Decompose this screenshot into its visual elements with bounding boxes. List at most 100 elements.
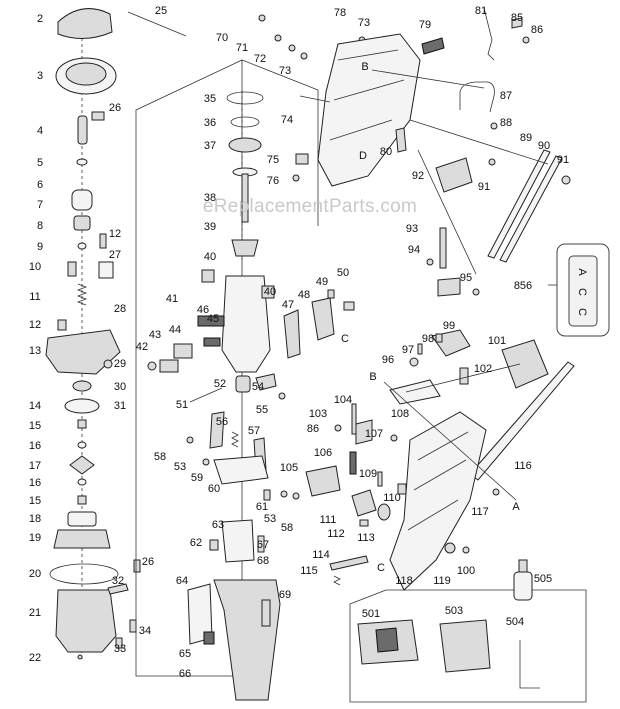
callout-c113: 113 (357, 532, 375, 544)
callout-c856: 856 (514, 280, 532, 292)
callout-c103: 103 (309, 408, 327, 420)
callout-c86b: 86 (307, 423, 319, 435)
callout-c10: 10 (29, 261, 41, 273)
callout-c110: 110 (383, 492, 401, 504)
inset-856 (548, 243, 610, 337)
callout-c44: 44 (169, 324, 181, 336)
accessory-kit (349, 559, 587, 703)
callout-c31: 31 (114, 400, 126, 412)
callout-c90: 90 (538, 140, 550, 152)
callout-c6: 6 (37, 179, 43, 191)
callout-c88: 88 (500, 117, 512, 129)
callout-c81: 81 (475, 5, 487, 17)
callout-c98: 98 (422, 333, 434, 345)
callout-c52: 52 (214, 378, 226, 390)
callout-c96: 96 (382, 354, 394, 366)
callout-c119: 119 (433, 575, 451, 587)
callout-c73a: 73 (279, 65, 291, 77)
callout-c105: 105 (280, 462, 298, 474)
callout-c46: 46 (197, 304, 209, 316)
callout-c30: 30 (114, 381, 126, 393)
callout-c12a: 12 (109, 228, 121, 240)
callout-c62: 62 (190, 537, 202, 549)
callout-c108: 108 (391, 408, 409, 420)
callout-cB1: B (361, 61, 368, 73)
callout-c11: 11 (29, 291, 40, 303)
callout-c5: 5 (37, 157, 43, 169)
inset-letter: C (576, 288, 588, 296)
callout-c21: 21 (29, 607, 41, 619)
callout-c111: 111 (320, 514, 337, 526)
callout-c114: 114 (312, 549, 330, 561)
callout-c41: 41 (166, 293, 178, 305)
callout-c26b: 26 (142, 556, 154, 568)
callout-c7: 7 (37, 199, 43, 211)
callout-c69: 69 (279, 589, 291, 601)
callout-c72: 72 (254, 53, 266, 65)
callout-c40: 40 (204, 251, 216, 263)
callout-c12b: 12 (29, 319, 41, 331)
callout-c2: 2 (37, 13, 43, 25)
callout-c118: 118 (395, 575, 413, 587)
callout-c66: 66 (179, 668, 191, 680)
callout-c22: 22 (29, 652, 41, 664)
callout-c16b: 16 (29, 477, 41, 489)
callout-c9: 9 (37, 241, 43, 253)
left-column-assembly (45, 8, 187, 660)
callout-c99: 99 (443, 320, 455, 332)
callout-c58a: 58 (154, 451, 166, 463)
callout-cC2: C (377, 562, 385, 574)
callout-c51: 51 (176, 399, 188, 411)
callout-c68: 68 (257, 555, 269, 567)
callout-c3: 3 (37, 70, 43, 82)
callout-cA: A (512, 501, 520, 513)
callout-c26a: 26 (109, 102, 121, 114)
callout-c38: 38 (204, 192, 216, 204)
callout-c73b: 73 (358, 17, 370, 29)
callout-c8: 8 (37, 220, 43, 232)
callout-c49: 49 (316, 276, 328, 288)
callout-c92: 92 (412, 170, 424, 182)
callout-c13: 13 (29, 345, 41, 357)
callout-c80: 80 (380, 146, 392, 158)
callout-c40b: 40 (264, 286, 276, 298)
callout-c91a: 91 (557, 154, 569, 166)
callout-c34: 34 (139, 625, 151, 637)
callout-c56: 56 (216, 416, 228, 428)
callout-c33: 33 (114, 643, 126, 655)
callout-c91b: 91 (478, 181, 490, 193)
callout-c115: 115 (300, 565, 318, 577)
callout-c102: 102 (474, 363, 492, 375)
callout-c20: 20 (29, 568, 41, 580)
callout-c87: 87 (500, 90, 512, 102)
callout-c18: 18 (29, 513, 41, 525)
callout-cC1: C (341, 333, 349, 345)
callout-c67: 67 (257, 539, 269, 551)
center-column-assembly (147, 90, 355, 701)
callout-c28: 28 (114, 303, 126, 315)
callout-c100: 100 (457, 565, 475, 577)
callout-c43: 43 (149, 329, 161, 341)
callout-c95: 95 (460, 272, 472, 284)
callout-c53a: 53 (174, 461, 186, 473)
callout-c89: 89 (520, 132, 532, 144)
callout-c116: 116 (514, 460, 532, 472)
callout-c504: 504 (506, 616, 524, 628)
callout-c53b: 53 (264, 513, 276, 525)
callout-c47: 47 (282, 299, 294, 311)
callout-c39: 39 (204, 221, 216, 233)
callout-c50: 50 (337, 267, 349, 279)
callout-c55: 55 (256, 404, 268, 416)
callout-c109: 109 (359, 468, 377, 480)
callout-c57: 57 (248, 425, 260, 437)
callout-c16a: 16 (29, 440, 41, 452)
callout-c65: 65 (179, 648, 191, 660)
callout-c29: 29 (114, 358, 126, 370)
callout-c54: 54 (252, 381, 264, 393)
callout-c25: 25 (155, 5, 167, 17)
callout-c71: 71 (236, 42, 248, 54)
callout-c37: 37 (204, 140, 216, 152)
inset-letter: A (576, 268, 588, 276)
callout-c15a: 15 (29, 420, 41, 432)
